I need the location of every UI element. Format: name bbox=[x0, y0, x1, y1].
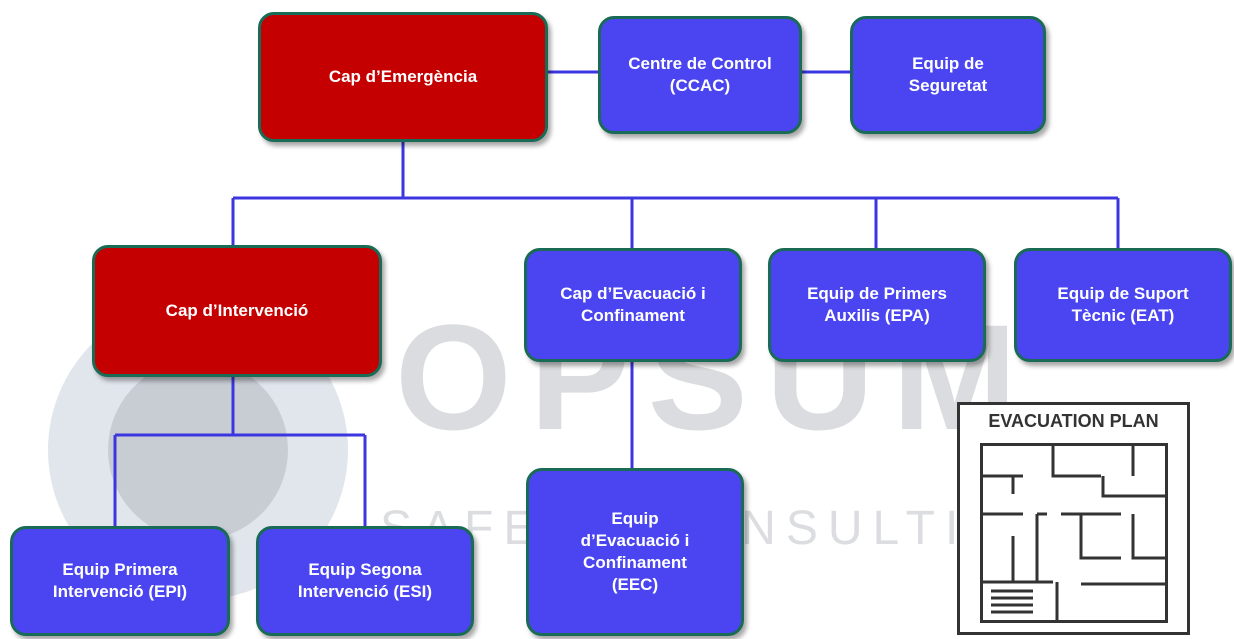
watermark-logo-inner bbox=[108, 360, 288, 540]
evacuation-plan-title: EVACUATION PLAN bbox=[988, 411, 1159, 431]
node-equip-primers-auxilis: Equip de Primers Auxilis (EPA) bbox=[768, 248, 986, 362]
node-equip-segona-intervencio-label: Equip Segona Intervenció (ESI) bbox=[297, 559, 433, 601]
node-centre-control: Centre de Control (CCAC) bbox=[598, 16, 802, 134]
node-cap-emergencia-label: Cap d’Emergència bbox=[328, 66, 478, 86]
node-equip-seguretat: Equip de Seguretat bbox=[850, 16, 1046, 134]
node-equip-primera-intervencio-label: Equip Primera Intervenció (EPI) bbox=[52, 559, 188, 601]
node-equip-suport-tecnic-label: Equip de Suport Tècnic (EAT) bbox=[1057, 283, 1189, 325]
node-equip-evacuacio: Equip d’Evacuació i Confinament (EEC) bbox=[526, 468, 744, 636]
floor-plan-icon bbox=[980, 443, 1168, 623]
node-equip-evacuacio-label: Equip d’Evacuació i Confinament (EEC) bbox=[580, 508, 690, 595]
floor-plan-drawing bbox=[983, 446, 1165, 620]
node-equip-suport-tecnic: Equip de Suport Tècnic (EAT) bbox=[1014, 248, 1232, 362]
node-cap-intervencio: Cap d’Intervenció bbox=[92, 245, 382, 377]
node-equip-segona-intervencio: Equip Segona Intervenció (ESI) bbox=[256, 526, 474, 636]
evacuation-plan-icon: EVACUATION PLAN bbox=[957, 402, 1190, 635]
node-cap-emergencia: Cap d’Emergència bbox=[258, 12, 548, 142]
node-equip-primers-auxilis-label: Equip de Primers Auxilis (EPA) bbox=[807, 283, 947, 325]
node-centre-control-label: Centre de Control (CCAC) bbox=[628, 53, 772, 95]
node-equip-seguretat-label: Equip de Seguretat bbox=[908, 53, 988, 95]
node-cap-evacuacio-label: Cap d’Evacuació i Confinament bbox=[560, 283, 706, 325]
node-cap-evacuacio: Cap d’Evacuació i Confinament bbox=[524, 248, 742, 362]
node-equip-primera-intervencio: Equip Primera Intervenció (EPI) bbox=[10, 526, 230, 636]
node-cap-intervencio-label: Cap d’Intervenció bbox=[165, 300, 309, 320]
